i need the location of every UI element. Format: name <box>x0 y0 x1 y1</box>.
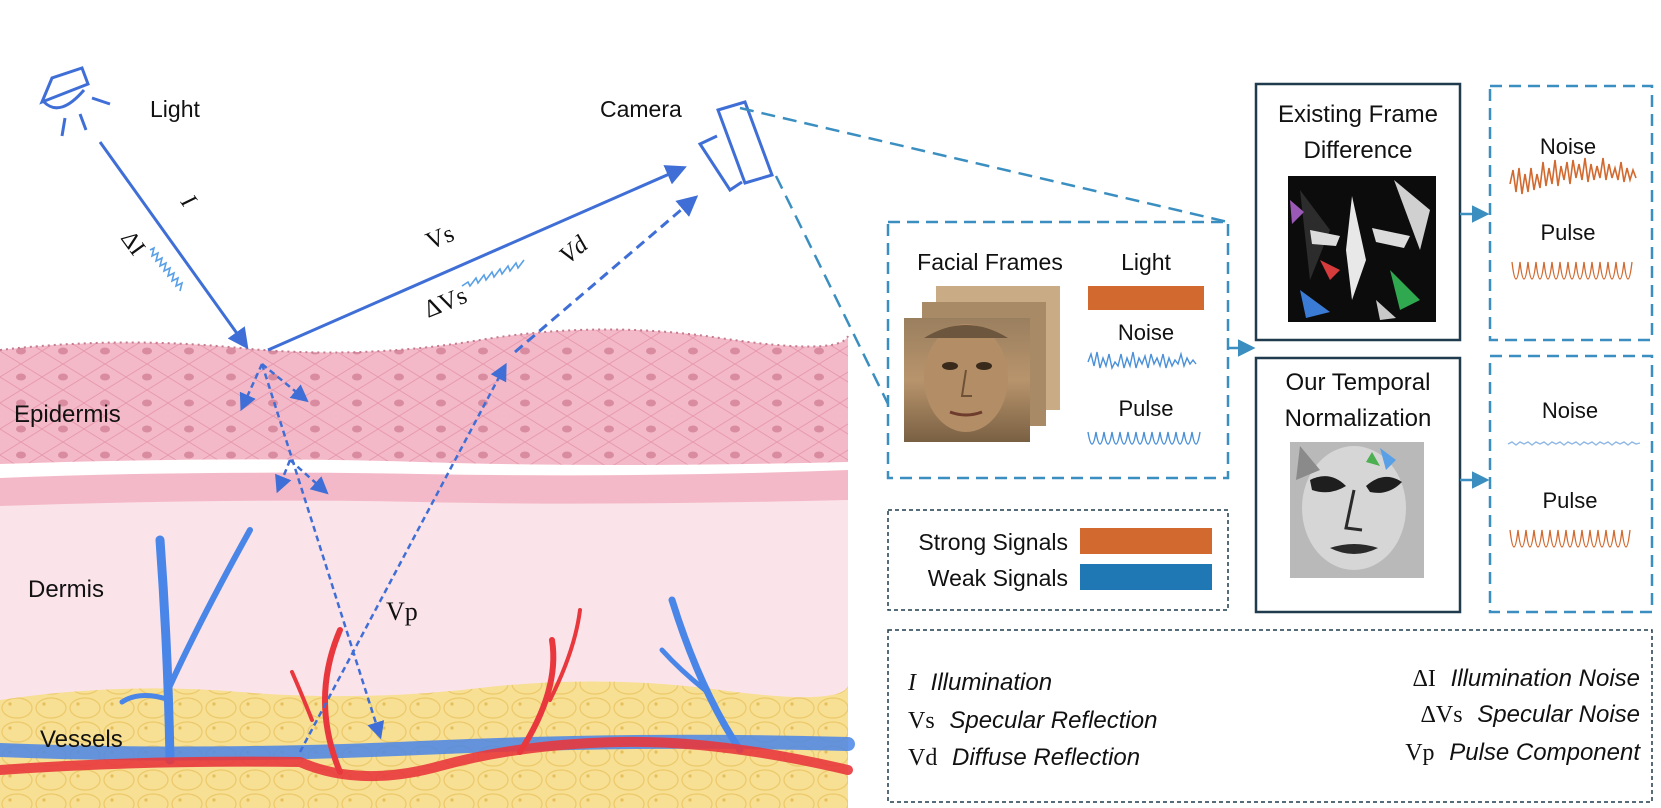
input-pulse-wave <box>1087 431 1201 445</box>
existing-title-line1: Existing Frame <box>1278 101 1438 128</box>
scattering-arrows <box>239 362 507 753</box>
specular-noise-wave <box>461 259 525 288</box>
existing-output-box <box>1488 84 1654 342</box>
ours-title-line2: Normalization <box>1285 405 1432 432</box>
input-panel <box>886 220 1230 480</box>
illumination-arrow <box>98 141 249 350</box>
ours-noise-label: Noise <box>1542 398 1598 423</box>
notation-box <box>887 629 1653 803</box>
signal-legend-box <box>887 509 1229 611</box>
temporal-normalization-image <box>1290 442 1424 578</box>
ours-output-box <box>1488 354 1654 614</box>
input-noise-wave <box>1087 351 1197 371</box>
epidermis-layer <box>0 329 848 465</box>
ours-pulse-label: Pulse <box>1542 488 1597 513</box>
input-pulse-label: Pulse <box>1118 396 1173 421</box>
notation-delta-i: ΔI Illumination Noise <box>1412 665 1640 692</box>
notation-vd: Vd Diffuse Reflection <box>908 744 1140 771</box>
notation-i: I Illumination <box>907 669 1052 696</box>
delta-i-label: ΔI <box>115 226 150 260</box>
input-light-bar <box>1088 286 1204 310</box>
light-label: Light <box>150 96 200 122</box>
existing-title-line2: Difference <box>1304 137 1413 164</box>
dermis-label: Dermis <box>28 576 104 603</box>
notation-vs: Vs Specular Reflection <box>908 707 1157 734</box>
dermis-layer <box>0 478 848 708</box>
input-light-label: Light <box>1121 249 1171 275</box>
existing-noise-label: Noise <box>1540 134 1596 159</box>
vs-label: Vs <box>422 220 458 255</box>
frame-difference-image <box>1288 176 1436 322</box>
notation-delta-vs: ΔVs Specular Noise <box>1420 701 1640 728</box>
ours-title-line1: Our Temporal <box>1286 369 1431 396</box>
epidermis-label: Epidermis <box>14 401 121 428</box>
strong-signals-label: Strong Signals <box>918 529 1068 555</box>
notation-right: ΔI Illumination Noise ΔVs Specular Noise… <box>1405 665 1641 766</box>
existing-pulse-wave <box>1511 261 1633 280</box>
camera-label: Camera <box>600 96 682 122</box>
diffuse-arrow <box>514 195 699 354</box>
facial-frames-label: Facial Frames <box>917 249 1063 275</box>
ours-pulse-wave <box>1509 529 1631 548</box>
existing-pulse-label: Pulse <box>1540 220 1595 245</box>
notation-left: I Illumination Vs Specular Reflection Vd… <box>907 669 1157 771</box>
zoom-lines <box>739 106 1229 405</box>
skin-illustration <box>0 328 855 808</box>
weak-signals-swatch <box>1080 564 1212 590</box>
existing-noise-wave <box>1509 157 1637 195</box>
specular-arrow <box>267 165 687 352</box>
vp-label: Vp <box>386 597 418 626</box>
basal-band <box>0 470 848 506</box>
vessels-label: Vessels <box>40 726 123 753</box>
delta-vs-label: ΔVs <box>420 282 471 323</box>
camera-icon <box>697 100 774 193</box>
i-label: I <box>175 189 202 212</box>
vd-label: Vd <box>555 231 594 270</box>
strong-signals-swatch <box>1080 528 1212 554</box>
lamp-icon <box>39 66 111 137</box>
weak-signals-label: Weak Signals <box>928 565 1068 591</box>
arteries <box>0 608 853 782</box>
illumination-noise-wave <box>149 246 184 292</box>
ours-noise-wave <box>1507 441 1641 446</box>
notation-vp: Vp Pulse Component <box>1405 739 1641 766</box>
facial-frames-stack <box>904 286 1060 442</box>
input-noise-label: Noise <box>1118 320 1174 345</box>
